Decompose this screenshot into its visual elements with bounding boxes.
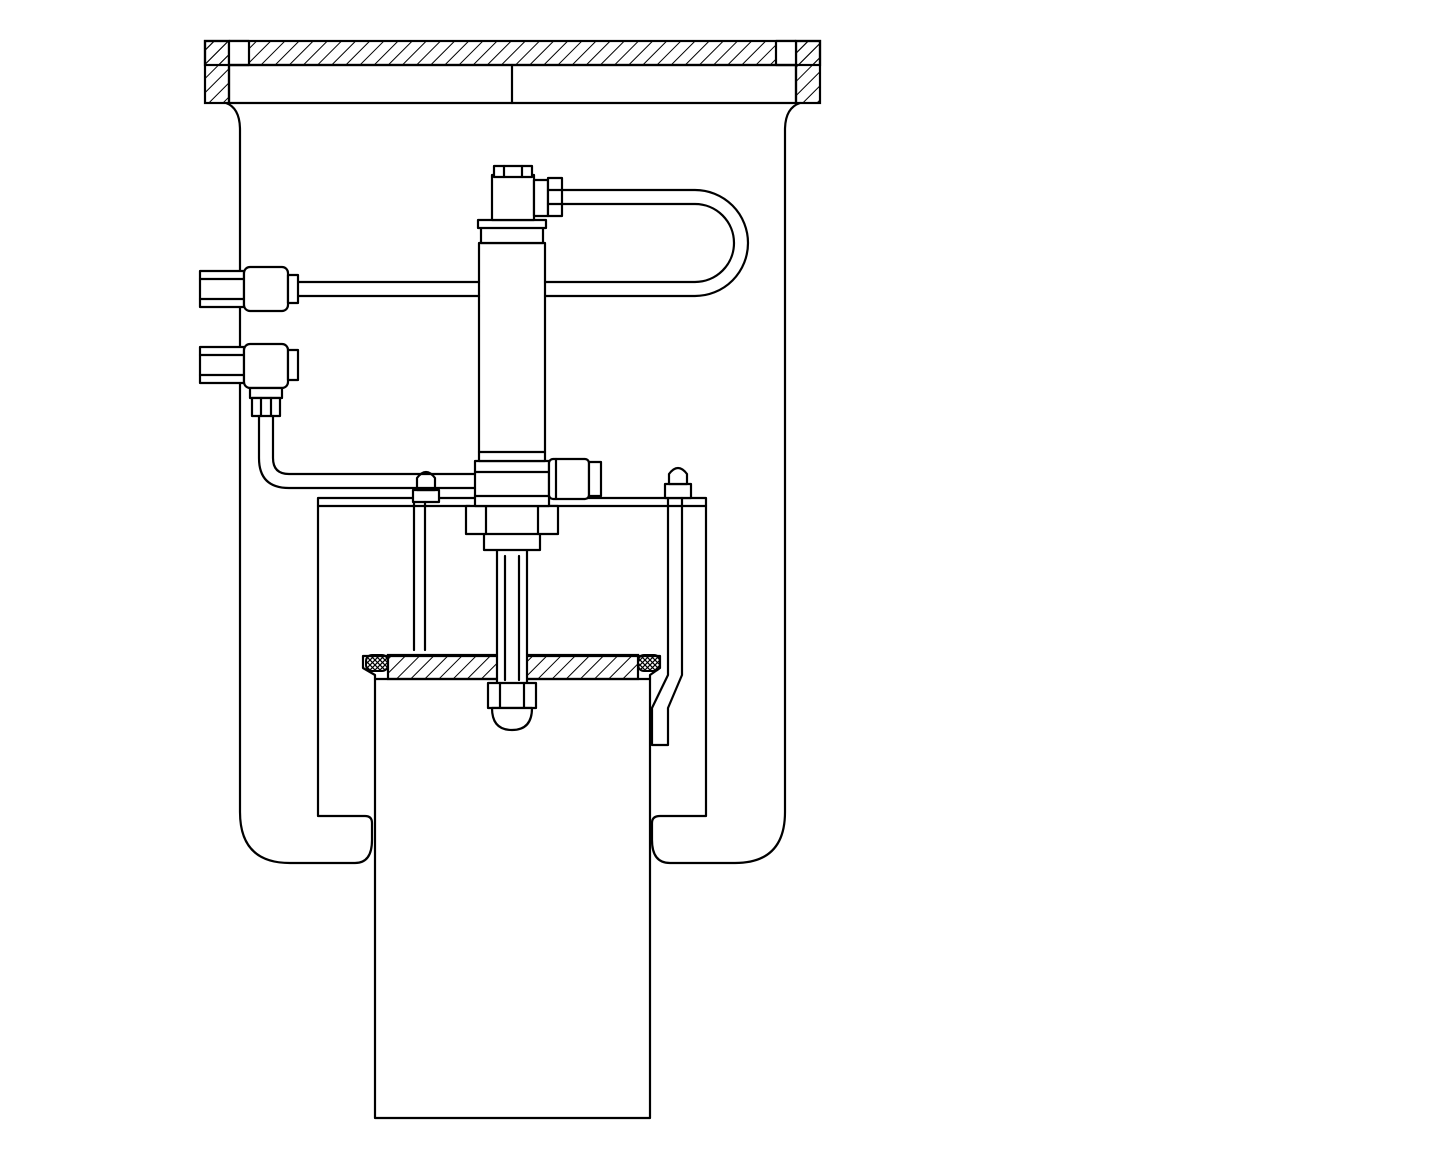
pressure-sensor: [464, 164, 603, 732]
fitting-nut: [198, 269, 246, 309]
head-port-nut: [546, 176, 564, 218]
sensor-port-body: [473, 459, 551, 508]
flange-right-section: [794, 39, 822, 105]
fitting-upper-left: [198, 265, 300, 313]
o-ring-right: [637, 654, 661, 672]
sensor-head: [490, 173, 536, 222]
fitting-lower-left: [198, 342, 300, 418]
o-ring-left: [365, 654, 389, 672]
sensor-stem: [495, 546, 529, 688]
flange-top-section: [203, 39, 822, 67]
mounting-hex-nut: [464, 504, 560, 536]
stem-nut: [486, 681, 538, 710]
fitting-body: [242, 265, 290, 313]
tube-lower: [257, 414, 477, 490]
sensor-body: [477, 241, 547, 463]
flange-left-section: [203, 39, 231, 105]
elbow-body: [242, 342, 290, 390]
stem-tip: [490, 706, 534, 732]
elbow-outlet-nut: [250, 396, 282, 418]
elbow-nut: [198, 345, 246, 385]
tube-upper-loop: [296, 188, 750, 298]
retaining-rods: [411, 466, 693, 747]
